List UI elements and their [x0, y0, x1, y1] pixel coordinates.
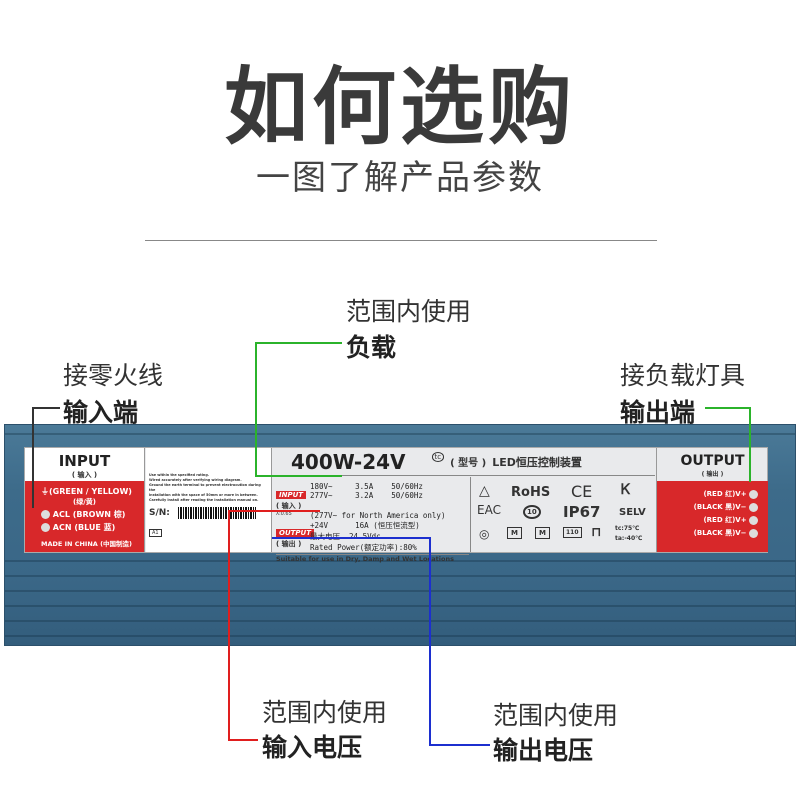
terminal-label: (RED 红)V+: [703, 490, 747, 498]
output-spec-line: +24V 16A (恒压恒流型): [310, 521, 420, 530]
input-terminal-annotation-top: 接零火线: [63, 361, 164, 390]
output-voltage-annotation-bottom: 输出电压: [493, 736, 594, 765]
serial-label: S/N:: [149, 508, 170, 518]
input-spec-line: 277V~ 3.2A 50/60Hz: [310, 491, 423, 500]
ground-wire-label: ⏚(GREEN / YELLOW): [41, 487, 132, 496]
ce-mark: CE: [571, 482, 593, 501]
certification-panel: △ RoHS CE Ꮶ EAC 10 IP67 SELV ◎ M M 110 ⊓…: [470, 477, 655, 552]
power-factor: λ:0.65: [276, 511, 292, 517]
output-terminal-annotation-bottom: 输出端: [620, 398, 696, 427]
terminal-dot: [749, 489, 758, 499]
lamp-icon: ◎: [479, 527, 490, 541]
input-subtitle: ( 输入 ): [71, 471, 98, 479]
temp-110-mark: 110: [563, 527, 582, 538]
input-voltage-annotation-top: 范围内使用: [262, 698, 388, 727]
terminal-dot: [41, 523, 50, 532]
page-title: 如何选购: [223, 58, 576, 156]
selv-mark: SELV: [619, 507, 646, 518]
eac-mark: EAC: [477, 503, 501, 517]
tc-mark: tc: [431, 452, 445, 462]
m-mark: M: [535, 527, 550, 539]
load-annotation-top: 范围内使用: [346, 297, 472, 326]
acn-wire-label: ACN (BLUE 蓝): [52, 523, 116, 532]
suitable-locations: Suitable for use in Dry, Damp and Wet Lo…: [276, 554, 469, 563]
input-panel: INPUT ( 输入 ) ⏚(GREEN / YELLOW) (绿/黄) ACL…: [25, 448, 145, 552]
warning-line: Wired accurately after verifying wiring …: [149, 478, 242, 482]
ten-year-mark: 10: [523, 505, 541, 519]
output-spec-line: 最大电压 24.5Vdc: [310, 532, 381, 541]
output-voltage-leader-line: [272, 537, 490, 746]
output-terminal-annotation-top: 接负载灯具: [620, 361, 746, 390]
input-voltage-annotation-bottom: 输入电压: [262, 733, 363, 762]
enclosure-icon: ⊓: [591, 525, 602, 540]
warning-panel: Use within the specified rating. Wired a…: [146, 448, 272, 552]
model-row: 400W-24V tc ( 型号 ) LED恒压控制装置: [273, 448, 655, 476]
input-spec-line: (277V~ for North America only): [310, 511, 446, 520]
input-terminal-leader-line: [32, 407, 60, 508]
input-spec-line: 180V~ 3.5A 50/60Hz: [310, 482, 423, 491]
terminal-label: (BLACK 黑)V−: [693, 529, 747, 537]
rohs-mark: RoHS: [511, 485, 551, 500]
made-in-label: MADE IN CHINA (中国制造): [41, 540, 133, 548]
output-subtitle: ( 输出 ): [701, 471, 724, 478]
input-title: INPUT: [58, 452, 111, 470]
terminal-dot: [749, 515, 758, 525]
product-name: LED恒压控制装置: [492, 455, 582, 469]
terminal-dot: [41, 510, 50, 519]
ta-temp: ta:-40℃: [615, 535, 643, 542]
kc-icon: Ꮶ: [621, 482, 631, 498]
terminal-dot: [749, 528, 758, 538]
load-annotation-bottom: 负载: [346, 333, 397, 362]
output-tag: OUTPUT: [276, 529, 314, 537]
input-voltage-leader-line: [228, 510, 320, 741]
ip-rating: IP67: [563, 503, 601, 521]
model-number: 400W-24V: [291, 449, 406, 474]
warning-line: Use within the specified rating.: [149, 473, 210, 477]
rcm-icon: △: [479, 483, 490, 499]
warning-line: Carefully install after reading the inst…: [149, 498, 259, 502]
output-spec-line: Rated Power(额定功率):80%: [310, 543, 417, 552]
input-terminal-annotation-bottom: 输入端: [63, 398, 139, 427]
acl-wire-label: ACL (BROWN 棕): [52, 510, 126, 519]
warning-line: installation with the space of 50mm or m…: [149, 493, 258, 497]
model-prefix: ( 型号 ): [450, 458, 487, 469]
product-label: INPUT ( 输入 ) ⏚(GREEN / YELLOW) (绿/黄) ACL…: [24, 447, 768, 563]
page-subtitle: 一图了解产品参数: [256, 158, 544, 198]
output-tag-cn: ( 输出 ): [276, 540, 302, 548]
output-panel: OUTPUT ( 输出 ) (RED 红)V+ (BLACK 黑)V− (RED…: [656, 448, 768, 552]
output-title: OUTPUT: [680, 453, 745, 469]
load-leader-line: [255, 342, 342, 477]
ground-wire-cn: (绿/黄): [73, 498, 96, 506]
warning-line: Ground the earth terminal to prevent ele…: [149, 483, 261, 492]
divider: [145, 240, 657, 241]
terminal-dot: [749, 502, 758, 512]
ground-icon: ⏚: [41, 487, 49, 496]
m-mark: M: [507, 527, 522, 539]
output-voltage-annotation-top: 范围内使用: [493, 701, 619, 730]
tc-temp: tc:75℃: [615, 525, 640, 532]
serial-code: A1: [149, 529, 162, 537]
input-tag-cn: ( 输入 ): [276, 502, 302, 510]
input-tag: INPUT: [276, 491, 307, 499]
terminal-label: (RED 红)V+: [703, 516, 747, 524]
terminal-label: (BLACK 黑)V−: [693, 503, 747, 511]
output-terminal-leader-line: [705, 407, 751, 482]
